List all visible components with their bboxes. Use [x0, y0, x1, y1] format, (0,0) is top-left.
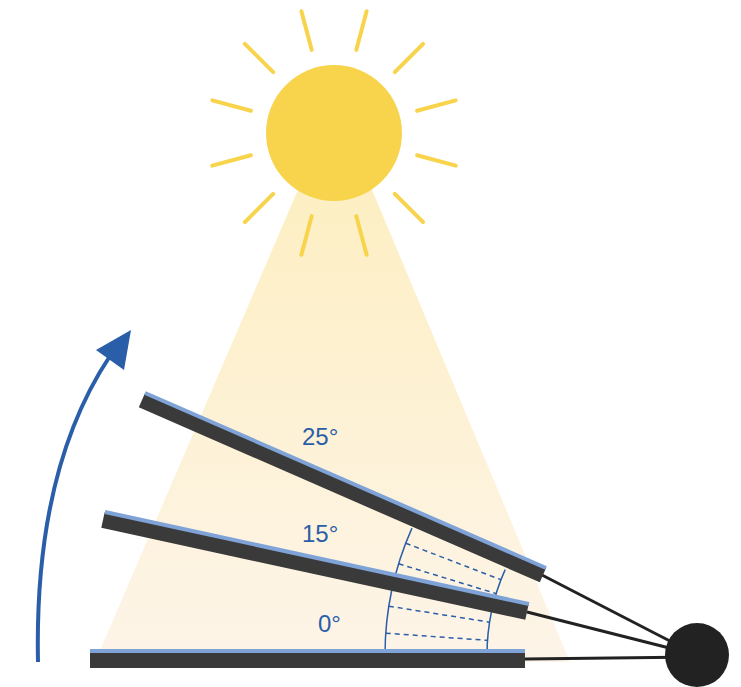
angle-label: 0°	[318, 612, 341, 636]
sun-ray	[356, 216, 366, 255]
sun-ray	[417, 100, 456, 110]
panel-0	[90, 650, 525, 668]
sun-ray	[395, 44, 423, 72]
sun-ray	[245, 194, 273, 222]
sun-ray	[245, 44, 273, 72]
sun-ray	[212, 155, 251, 165]
sun-ray	[301, 11, 311, 50]
sun-rays	[212, 11, 455, 254]
sun-ray	[395, 194, 423, 222]
sun-ray	[212, 100, 251, 110]
sun-ray	[356, 11, 366, 50]
rotation-arrow	[38, 356, 110, 662]
sun-ray	[301, 216, 311, 255]
panel-0-surface	[90, 649, 525, 653]
angle-label: 25°	[302, 425, 338, 449]
pivot	[665, 623, 729, 687]
angle-label: 15°	[302, 522, 338, 546]
sun-ray	[417, 155, 456, 165]
light-cone	[95, 185, 570, 662]
panel-25	[142, 400, 543, 575]
angle-dash	[386, 633, 488, 640]
panel-25-surface	[145, 393, 546, 568]
panel-15-surface	[105, 512, 529, 604]
sun	[266, 65, 402, 201]
arrow-head	[96, 330, 131, 370]
